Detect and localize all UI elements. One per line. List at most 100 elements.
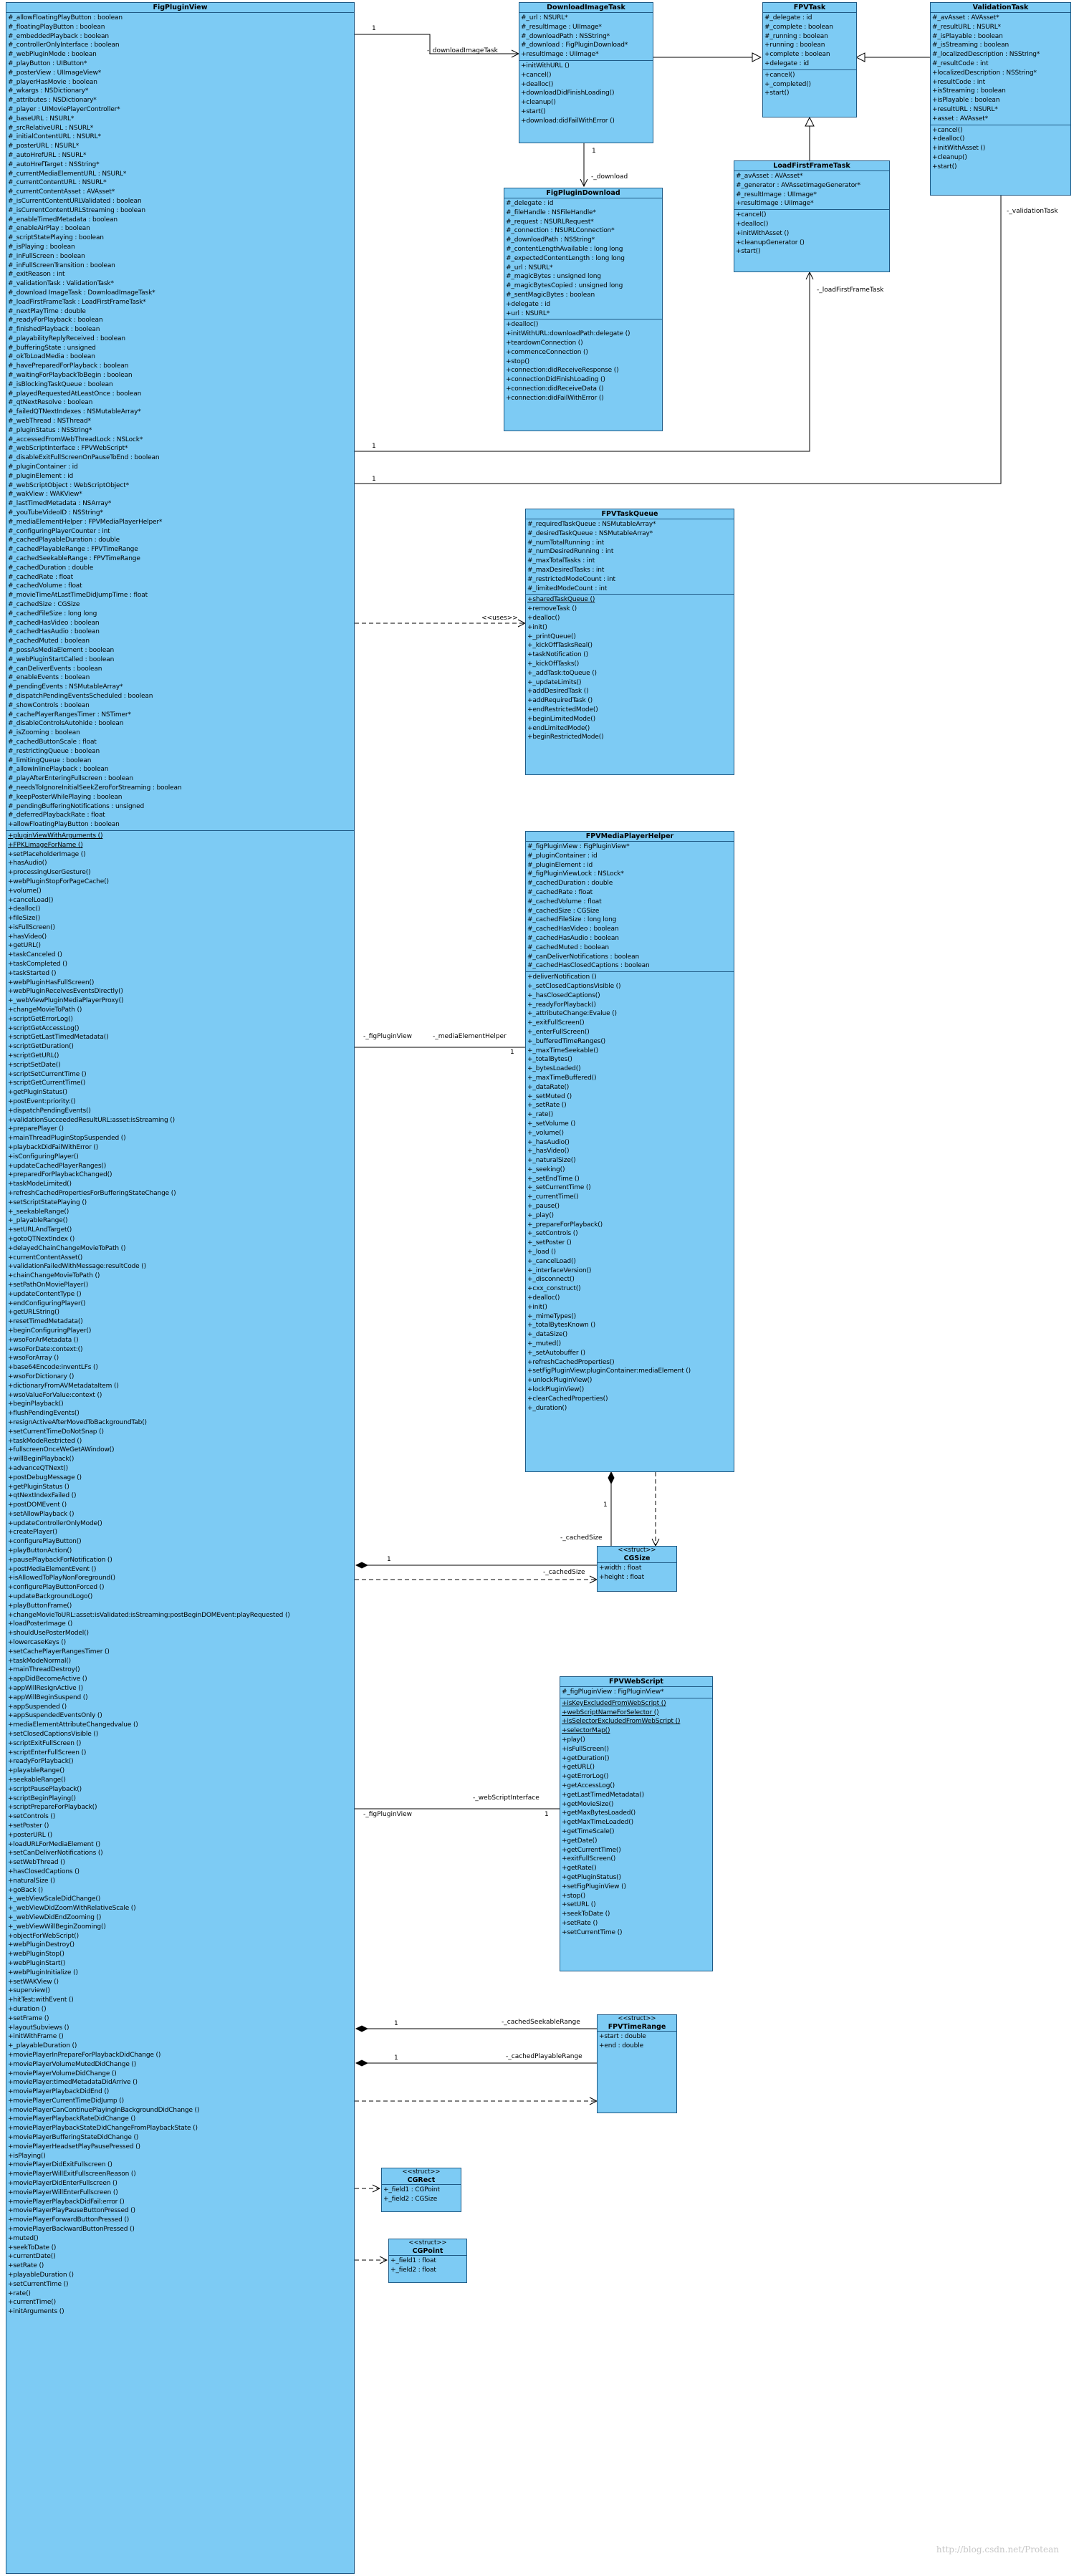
method: +_webViewDidZoomWithRelativeScale (): [8, 1905, 136, 1913]
method: +_seeking(): [527, 1166, 565, 1173]
attribute: #_resultImage : UIImage*: [521, 23, 602, 31]
method: +_play(): [527, 1211, 554, 1219]
method: +init(): [527, 1303, 547, 1311]
method: +_webViewDidEndZooming (): [8, 1913, 102, 1921]
attribute: #_validationTask : ValidationTask*: [8, 280, 114, 288]
method: +moviePlayerPlaybackRateDidChange (): [8, 2115, 136, 2123]
attribute: #_posterView : UIImageView*: [8, 69, 102, 77]
method: +_setControls (): [527, 1230, 578, 1238]
method: +duration (): [8, 2005, 47, 2013]
attribute: #_enableEvents : boolean: [8, 674, 90, 682]
class-stereotype: <<struct>>: [618, 1547, 656, 1554]
attribute: #_okToLoadMedia : boolean: [8, 353, 95, 361]
class-fpvtimerange[interactable]: <<struct>>FPVTimeRange+start : double+en…: [597, 2014, 677, 2113]
class-fpvwebscript[interactable]: FPVWebScript#_figPluginView : FigPluginV…: [560, 1676, 713, 1971]
attribute: #_enableAirPlay : boolean: [8, 225, 90, 233]
attribute: #_cachedRate : float: [8, 573, 74, 581]
static-method: +sharedTaskQueue (): [527, 596, 595, 604]
method: +cancel(): [932, 126, 963, 134]
method: +layoutSubviews (): [8, 2024, 69, 2032]
method: +cancel(): [764, 71, 795, 79]
method: +_setAutobuffer (): [527, 1349, 585, 1357]
method: +connection:didReceiveResponse (): [506, 367, 619, 375]
static-method: +FPKLimageForName (): [8, 841, 83, 849]
method: +_duration(): [527, 1404, 567, 1412]
method: +endConfiguringPlayer(): [8, 1299, 86, 1307]
class-cgrect[interactable]: <<struct>>CGRect+_field1 : CGPoint+_fiel…: [381, 2168, 461, 2212]
attribute: +url : NSURL*: [506, 309, 550, 317]
label-helper-cached-size-role: -_cachedSize: [560, 1534, 603, 1542]
method: +hasClosedCaptions (): [8, 1868, 80, 1875]
class-title: FPVTaskQueue: [526, 509, 734, 519]
attribute: #_bufferingState : unsigned: [8, 344, 96, 352]
method: +taskStarted (): [8, 969, 57, 977]
attribute: #_resultImage : UIImage*: [736, 191, 817, 198]
attribute: #_exitReason : int: [8, 271, 65, 279]
attribute-list: #_delegate : id#_fileHandle : NSFileHand…: [504, 198, 662, 320]
method: +taskModeNormal(): [8, 1657, 72, 1665]
method: +_mimeTypes(): [527, 1312, 577, 1320]
method: +_maxTimeSeekable(): [527, 1047, 598, 1054]
attribute: +end : double: [599, 2042, 643, 2049]
attribute: #_pendingBufferingNotifications : unsign…: [8, 802, 145, 810]
method-list: +cancel()+dealloc()+initWithAsset ()+cle…: [734, 210, 889, 257]
class-title: FigPluginView: [6, 3, 354, 13]
attribute: #_inFullScreenTransition : boolean: [8, 261, 115, 269]
method: +setCachePlayerRangesTimer (): [8, 1648, 110, 1655]
class-loadfirstframetask[interactable]: LoadFirstFrameTask#_avAsset : AVAsset*#_…: [734, 160, 890, 272]
attribute: #_fileHandle : NSFileHandle*: [506, 208, 596, 216]
method-list: +cancel()+_completed()+start(): [763, 70, 856, 99]
method: +willBeginPlayback(): [8, 1456, 75, 1464]
static-method: +isKeyExcludedFromWebScript (): [562, 1699, 666, 1707]
attribute: +localizedDescription : NSString*: [932, 69, 1037, 77]
method: +playbackDidFailWithError (): [8, 1144, 99, 1152]
method: +_seekableRange(): [8, 1208, 69, 1216]
class-validationtask[interactable]: ValidationTask#_avAsset : AVAsset*#_resu…: [930, 2, 1071, 196]
class-fpvmediaplayerhelper[interactable]: FPVMediaPlayerHelper#_figPluginView : Fi…: [525, 831, 734, 1472]
class-fpvtaskqueue[interactable]: FPVTaskQueue#_requiredTaskQueue : NSMuta…: [525, 509, 734, 775]
attribute: #_floatingPlayButton : boolean: [8, 23, 105, 31]
method: +mainThreadDestroy(): [8, 1666, 80, 1674]
method: +scriptBeginPlaying(): [8, 1794, 76, 1802]
class-cgsize[interactable]: <<struct>>CGSize+width : float+height : …: [597, 1546, 677, 1592]
method: +connection:didReceiveData (): [506, 385, 604, 393]
attribute-list: #_avAsset : AVAsset*#_generator : AVAsse…: [734, 171, 889, 211]
method: +scriptGetURL(): [8, 1052, 59, 1060]
class-title: FigPluginDownload: [504, 188, 662, 198]
attribute: #_connection : NSURLConnection*: [506, 227, 615, 235]
attribute: #_request : NSURLRequest*: [506, 218, 594, 226]
attribute: #_currentMediaElementURL : NSURL*: [8, 170, 127, 178]
method: +cleanupGenerator (): [736, 239, 805, 246]
class-figplugindownload[interactable]: FigPluginDownload#_delegate : id#_fileHa…: [504, 188, 663, 431]
attribute: #_cachedMuted : boolean: [8, 638, 90, 645]
attribute: #_enableTimedMetadata : boolean: [8, 216, 118, 224]
attribute: #_cachedPlayableRange : FPVTimeRange: [8, 546, 138, 554]
method: +fileSize(): [8, 915, 41, 923]
method: +appSuspended (): [8, 1703, 67, 1711]
method: +dealloc(): [521, 80, 554, 88]
method: +setClosedCaptionsVisible (): [8, 1731, 99, 1739]
method: +stop(): [506, 357, 529, 365]
class-fpvtask[interactable]: FPVTask#_delegate : id#_complete : boole…: [762, 2, 857, 117]
method: +scriptGetAccessLog(): [8, 1024, 80, 1032]
class-downloadimagetask[interactable]: DownloadImageTask#_url : NSURL*#_resultI…: [519, 2, 653, 143]
method: +setCurrentTime (): [562, 1928, 623, 1936]
attribute: #_playabilityReplyReceived : boolean: [8, 335, 125, 342]
method: +scriptGetLastTimedMetadata(): [8, 1034, 109, 1042]
attribute: +resultCode : int: [932, 78, 985, 86]
class-cgpoint[interactable]: <<struct>>CGPoint+_field1 : float+_field…: [388, 2239, 467, 2283]
method: +refreshCachedPropertiesForBufferingStat…: [8, 1190, 176, 1197]
method: +pausePlaybackForNotification (): [8, 1556, 112, 1564]
method: +dealloc(): [506, 321, 539, 329]
attribute: #_downloadPath : NSString*: [521, 32, 610, 40]
method: +setPlaceholderImage (): [8, 850, 86, 858]
class-title: FPVWebScript: [560, 1677, 712, 1687]
method: +_hasVideo(): [527, 1148, 570, 1155]
class-figpluginview[interactable]: FigPluginView#_allowFloatingPlayButton :…: [6, 2, 355, 2574]
method: +cancel(): [736, 211, 767, 219]
method: +moviePlayerCurrentTimeDidJump (): [8, 2097, 124, 2105]
method: +isPlaying(): [8, 2152, 46, 2160]
label-fig-plugin-view-role: -_figPluginView: [363, 1033, 413, 1040]
method: +updateCachedPlayerRanges(): [8, 1162, 107, 1170]
method: +setURLAndTarget(): [8, 1226, 72, 1234]
